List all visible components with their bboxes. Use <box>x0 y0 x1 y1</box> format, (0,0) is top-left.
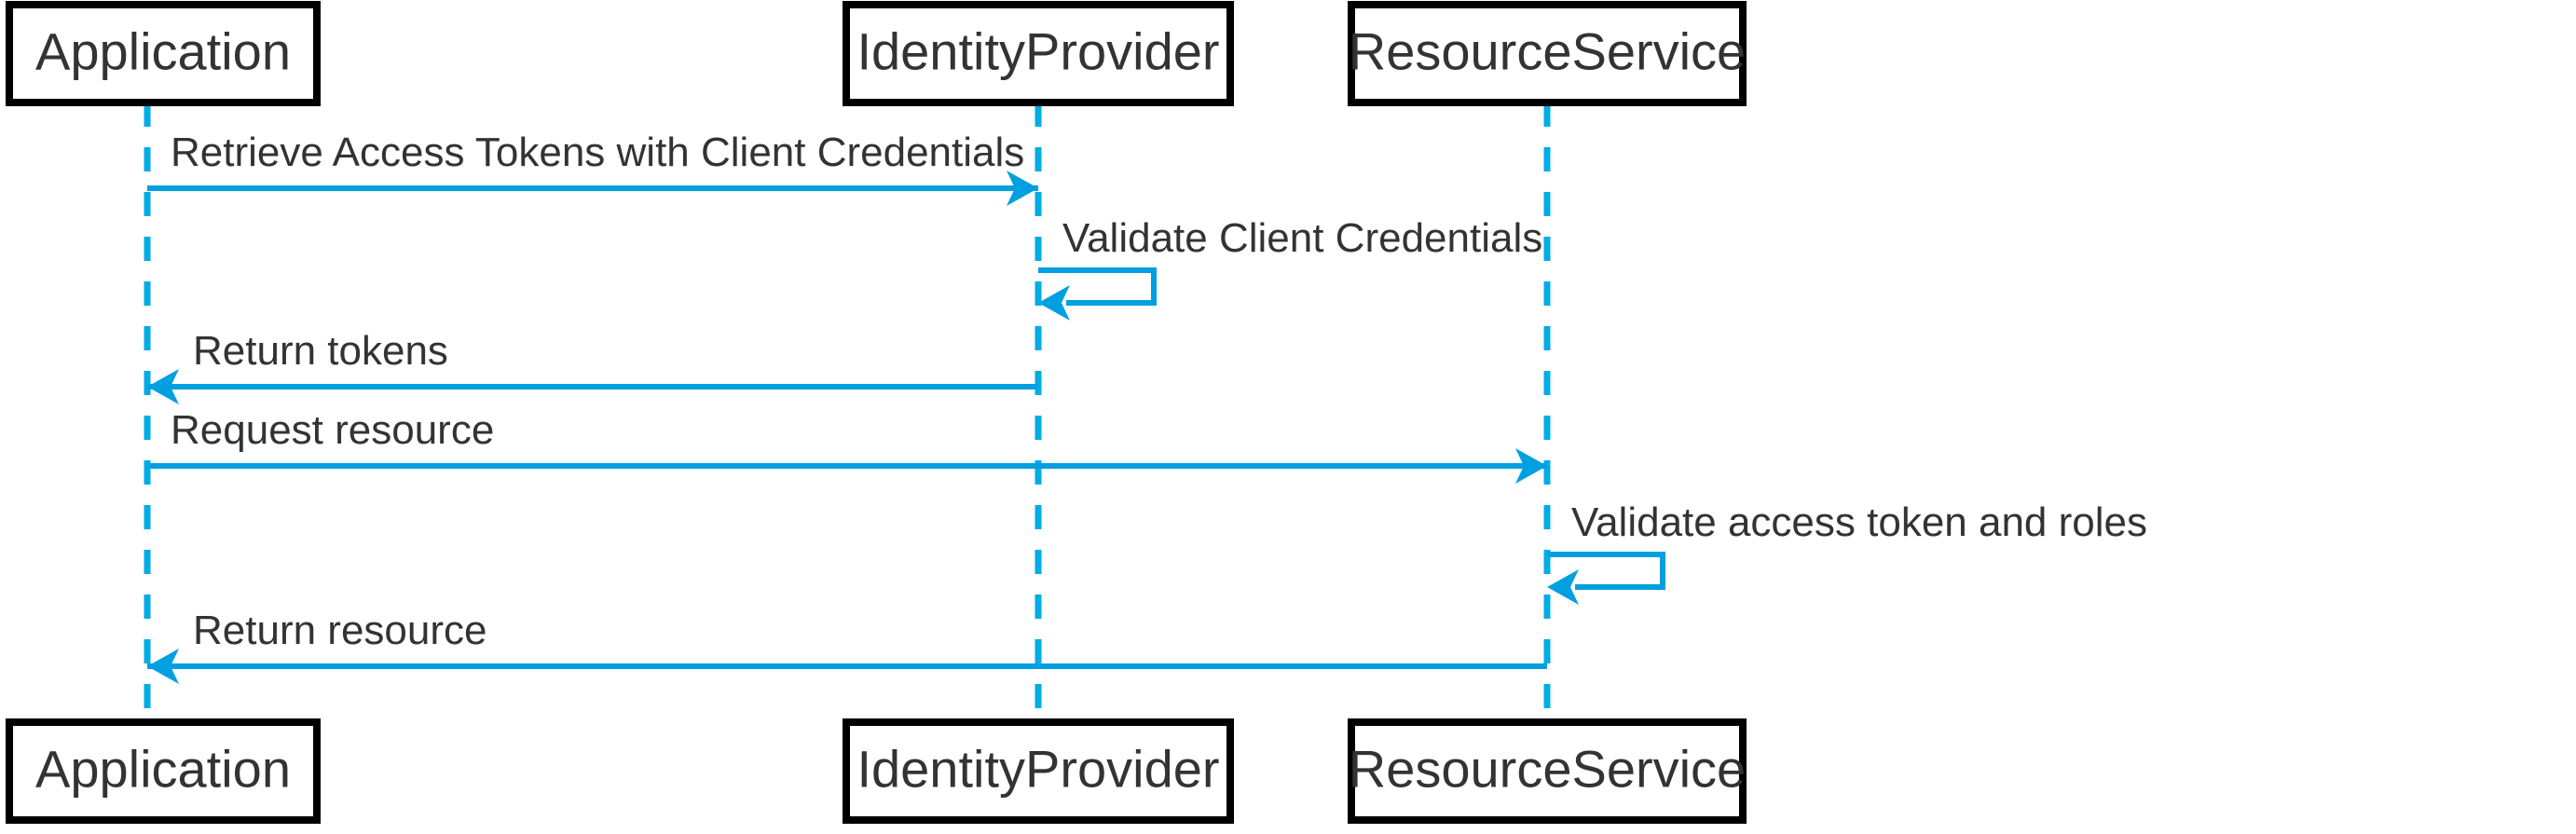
message-4-label: Request resource <box>171 407 494 453</box>
actor-top-label-resourceservice: ResourceService <box>1349 21 1746 80</box>
message-6-arrowhead <box>147 649 179 684</box>
actor-bottom-box-resourceservice[interactable] <box>1348 718 1747 824</box>
actor-bottom-box-identityprovider[interactable] <box>843 718 1234 824</box>
message-2-label: Validate Client Credentials <box>1062 215 1542 261</box>
bottom-actor-boxes-group: Application IdentityProvider ResourceServi… <box>6 718 1747 824</box>
actor-top-label-application: Application <box>35 21 291 80</box>
actor-top-box-resourceservice[interactable] <box>1348 1 1747 106</box>
top-actor-boxes-group: Application IdentityProvider ResourceServi… <box>6 1 1747 106</box>
lifelines-group <box>144 103 1551 722</box>
message-2-arrowhead <box>1038 285 1070 321</box>
message-3-arrowhead <box>147 369 179 404</box>
message-3-label: Return tokens <box>193 328 448 374</box>
message-1-label: Retrieve Access Tokens with Client Crede… <box>171 130 1024 175</box>
actor-bottom-label-identityprovider: IdentityProvider <box>856 739 1219 798</box>
actor-top-box-identityprovider[interactable] <box>843 1 1234 106</box>
message-2-self-loop-path <box>1038 267 1157 306</box>
message-6-label: Return resource <box>193 608 486 653</box>
message-5-self-loop-path <box>1547 552 1665 590</box>
message-labels-group: Retrieve Access Tokens with Client Crede… <box>171 130 2147 653</box>
message-5-arrowhead <box>1547 569 1579 605</box>
actor-top-box-application[interactable] <box>6 1 321 106</box>
actor-bottom-label-resourceservice: ResourceService <box>1349 739 1746 798</box>
message-1-arrowhead <box>1007 171 1038 206</box>
actor-bottom-box-application[interactable] <box>6 718 321 824</box>
actor-bottom-label-application: Application <box>35 739 291 798</box>
messages-group <box>147 171 1665 684</box>
actor-top-label-identityprovider: IdentityProvider <box>856 21 1219 80</box>
message-4-arrowhead <box>1515 448 1547 484</box>
message-5-label: Validate access token and roles <box>1571 499 2147 545</box>
